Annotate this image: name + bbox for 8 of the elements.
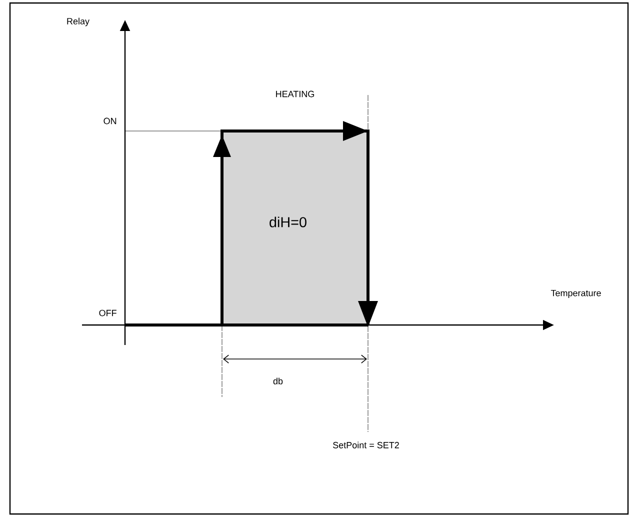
mode-label: HEATING [276, 90, 314, 98]
parameter-label: diH=0 [270, 216, 306, 228]
state-label: OFF [99, 310, 116, 316]
state-label: ON [104, 118, 116, 124]
setpoint-label: SetPoint = SET2 [333, 442, 399, 448]
axis-label: Relay [67, 18, 90, 26]
dimension-label: db [273, 378, 283, 384]
axis-label: Temperature [550, 290, 601, 298]
